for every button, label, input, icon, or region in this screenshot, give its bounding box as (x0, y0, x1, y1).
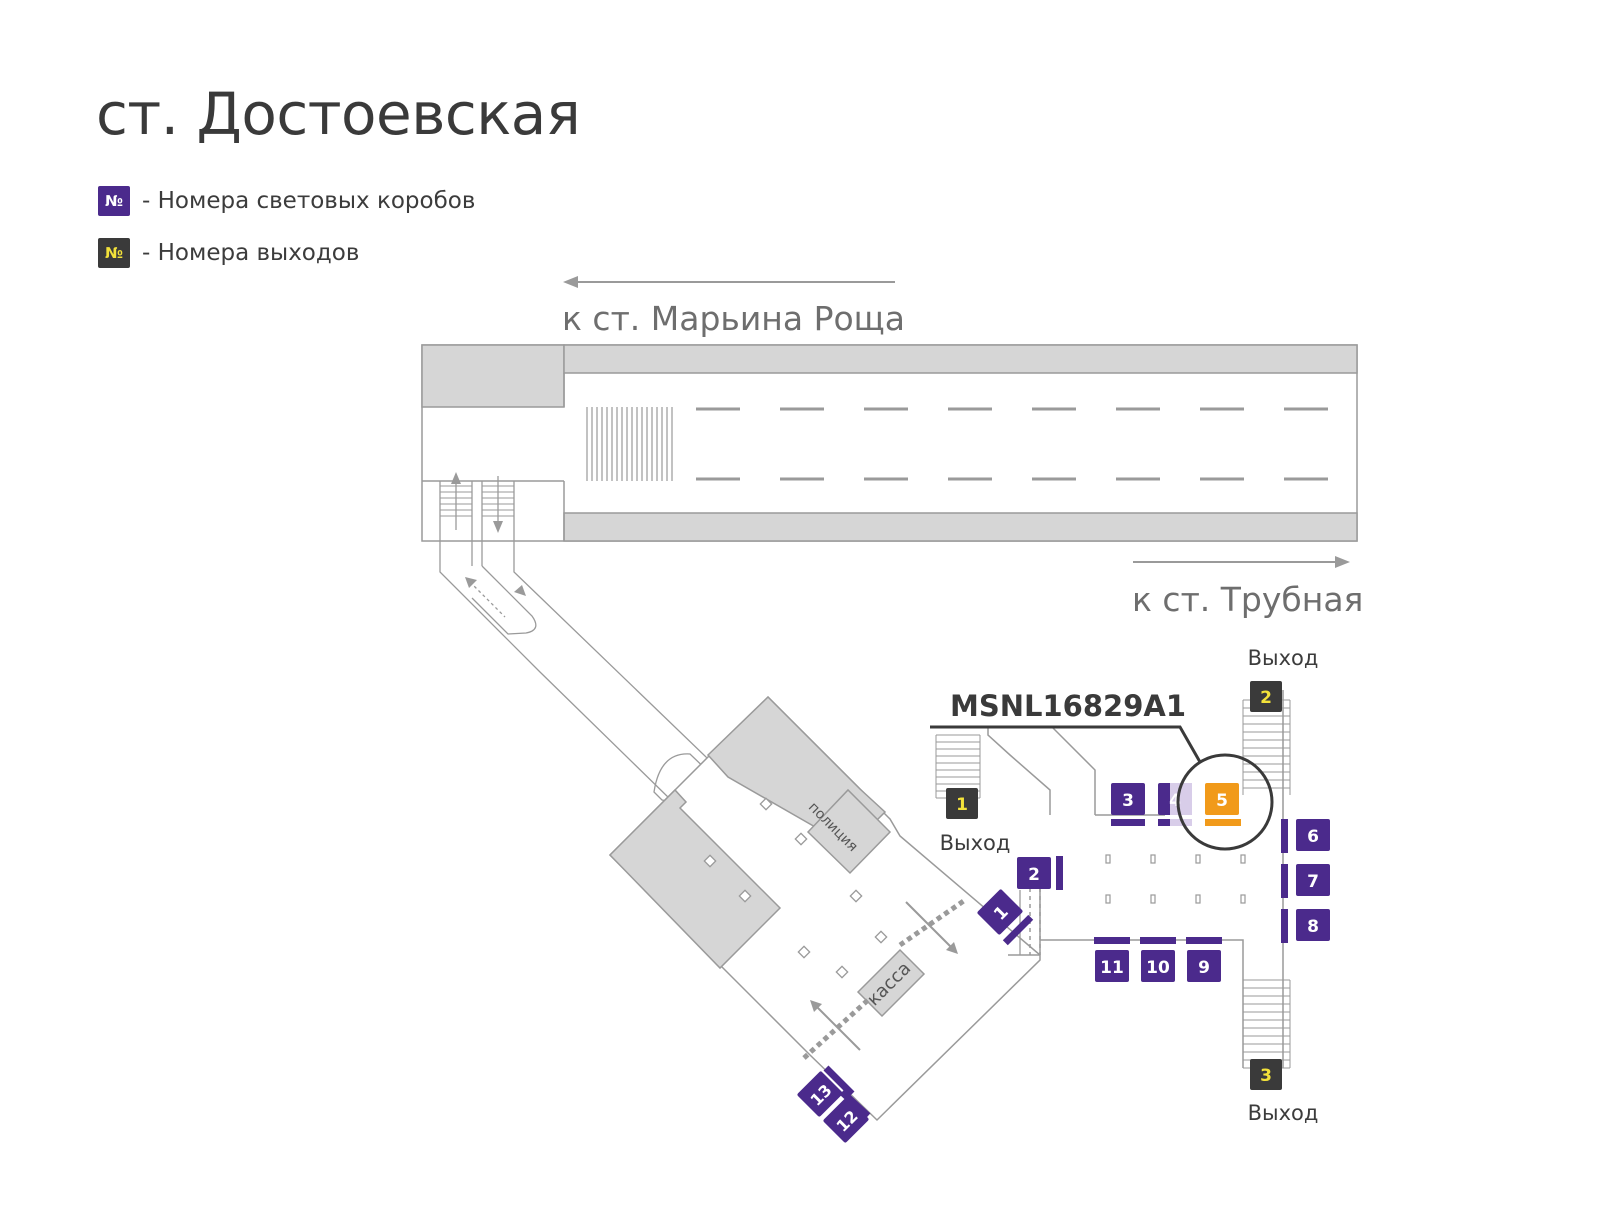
lightbox-2[interactable]: 2 (1017, 856, 1063, 890)
lightbox-12-13-bars (823, 1065, 871, 1119)
legend-exit: № - Номера выходов (98, 238, 359, 268)
direction-right-label: к ст. Трубная (1132, 580, 1363, 619)
ticket-office (856, 948, 926, 1018)
lightbox-6[interactable]: 6 (1281, 819, 1330, 853)
lightbox-8-number: 8 (1307, 917, 1319, 937)
exit-2-number: 2 (1260, 688, 1272, 708)
exit-legend-chip: № (98, 238, 130, 268)
direction-left: к ст. Марьина Роща (562, 276, 905, 338)
exit-3[interactable]: 3 Выход (1248, 1059, 1319, 1125)
lightbox-legend-chip: № (98, 186, 130, 216)
lightbox-10[interactable]: 10 (1140, 937, 1176, 982)
exit-1-number: 1 (956, 795, 968, 815)
lightbox-13[interactable]: 13 (797, 1071, 844, 1118)
exit-1-label: Выход (940, 831, 1011, 855)
lightbox-4[interactable]: 4 (1158, 783, 1192, 826)
legend-lightbox: № - Номера световых коробов (98, 186, 475, 216)
escalator-platform (439, 472, 789, 844)
direction-left-label: к ст. Марьина Роща (562, 299, 905, 338)
exit-2[interactable]: 2 Выход (1248, 646, 1319, 712)
lightbox-5-highlight[interactable]: 5 (1205, 783, 1241, 826)
lightbox-3-number: 3 (1122, 791, 1134, 811)
lightbox-9-number: 9 (1198, 958, 1210, 978)
exit-2-label: Выход (1248, 646, 1319, 670)
lightbox-10-number: 10 (1146, 958, 1170, 978)
arrow-left-icon (563, 276, 578, 288)
lightbox-11[interactable]: 11 (1094, 937, 1130, 982)
exit-1[interactable]: 1 Выход (940, 788, 1011, 855)
lightbox-11-number: 11 (1100, 958, 1124, 978)
exit-3-label: Выход (1248, 1101, 1319, 1125)
highlight-circle (1176, 753, 1274, 851)
arrow-down-icon (493, 521, 503, 533)
vestibule: полиция касса (608, 695, 1041, 1122)
arrow-right-icon (1335, 556, 1350, 568)
lightbox-1[interactable]: 1 (976, 888, 1034, 946)
platform (421, 344, 1358, 542)
lightbox-7-number: 7 (1307, 872, 1319, 892)
page-title: ст. Достоевская (96, 80, 581, 148)
police-room (806, 788, 892, 875)
lightbox-3[interactable]: 3 (1111, 783, 1145, 826)
lightbox-9[interactable]: 9 (1186, 937, 1222, 982)
direction-right: к ст. Трубная (1132, 556, 1363, 619)
arrow-up-icon (451, 472, 461, 484)
lightbox-legend-text: - Номера световых коробов (142, 188, 476, 214)
highlight-callout: MSNL16829A1 (930, 682, 1274, 851)
exit-3-number: 3 (1260, 1066, 1272, 1086)
lightbox-6-number: 6 (1307, 827, 1319, 847)
lightbox-2-number: 2 (1028, 865, 1040, 885)
lightbox-8[interactable]: 8 (1281, 909, 1330, 943)
highlight-code: MSNL16829A1 (950, 689, 1186, 723)
lightbox-7[interactable]: 7 (1281, 864, 1330, 898)
exit-legend-text: - Номера выходов (142, 240, 360, 266)
lightbox-5-number: 5 (1216, 791, 1228, 811)
